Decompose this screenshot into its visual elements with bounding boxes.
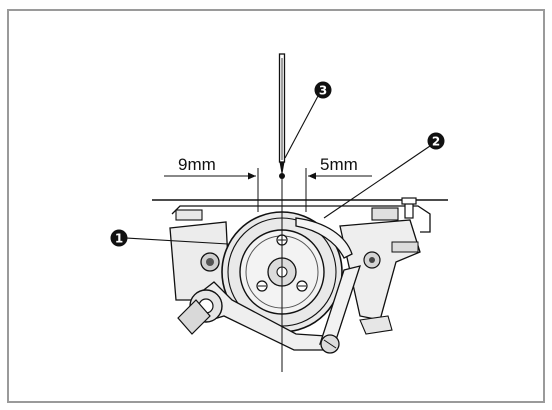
needle-center-mark bbox=[279, 173, 285, 179]
dimension-9mm bbox=[164, 168, 259, 212]
svg-text:3: 3 bbox=[319, 84, 327, 98]
callout-3: 3 bbox=[284, 81, 332, 159]
dimension-label-left: 9mm bbox=[178, 155, 216, 174]
callout-2: 2 bbox=[323, 132, 445, 219]
svg-text:2: 2 bbox=[432, 135, 440, 149]
needle bbox=[278, 53, 286, 372]
callout-1: 1 bbox=[110, 229, 229, 247]
hook-lever bbox=[177, 265, 361, 354]
dimension-5mm bbox=[305, 168, 372, 212]
dimension-label-right: 5mm bbox=[320, 155, 358, 174]
machine-bed bbox=[152, 197, 448, 335]
svg-text:1: 1 bbox=[115, 232, 123, 246]
